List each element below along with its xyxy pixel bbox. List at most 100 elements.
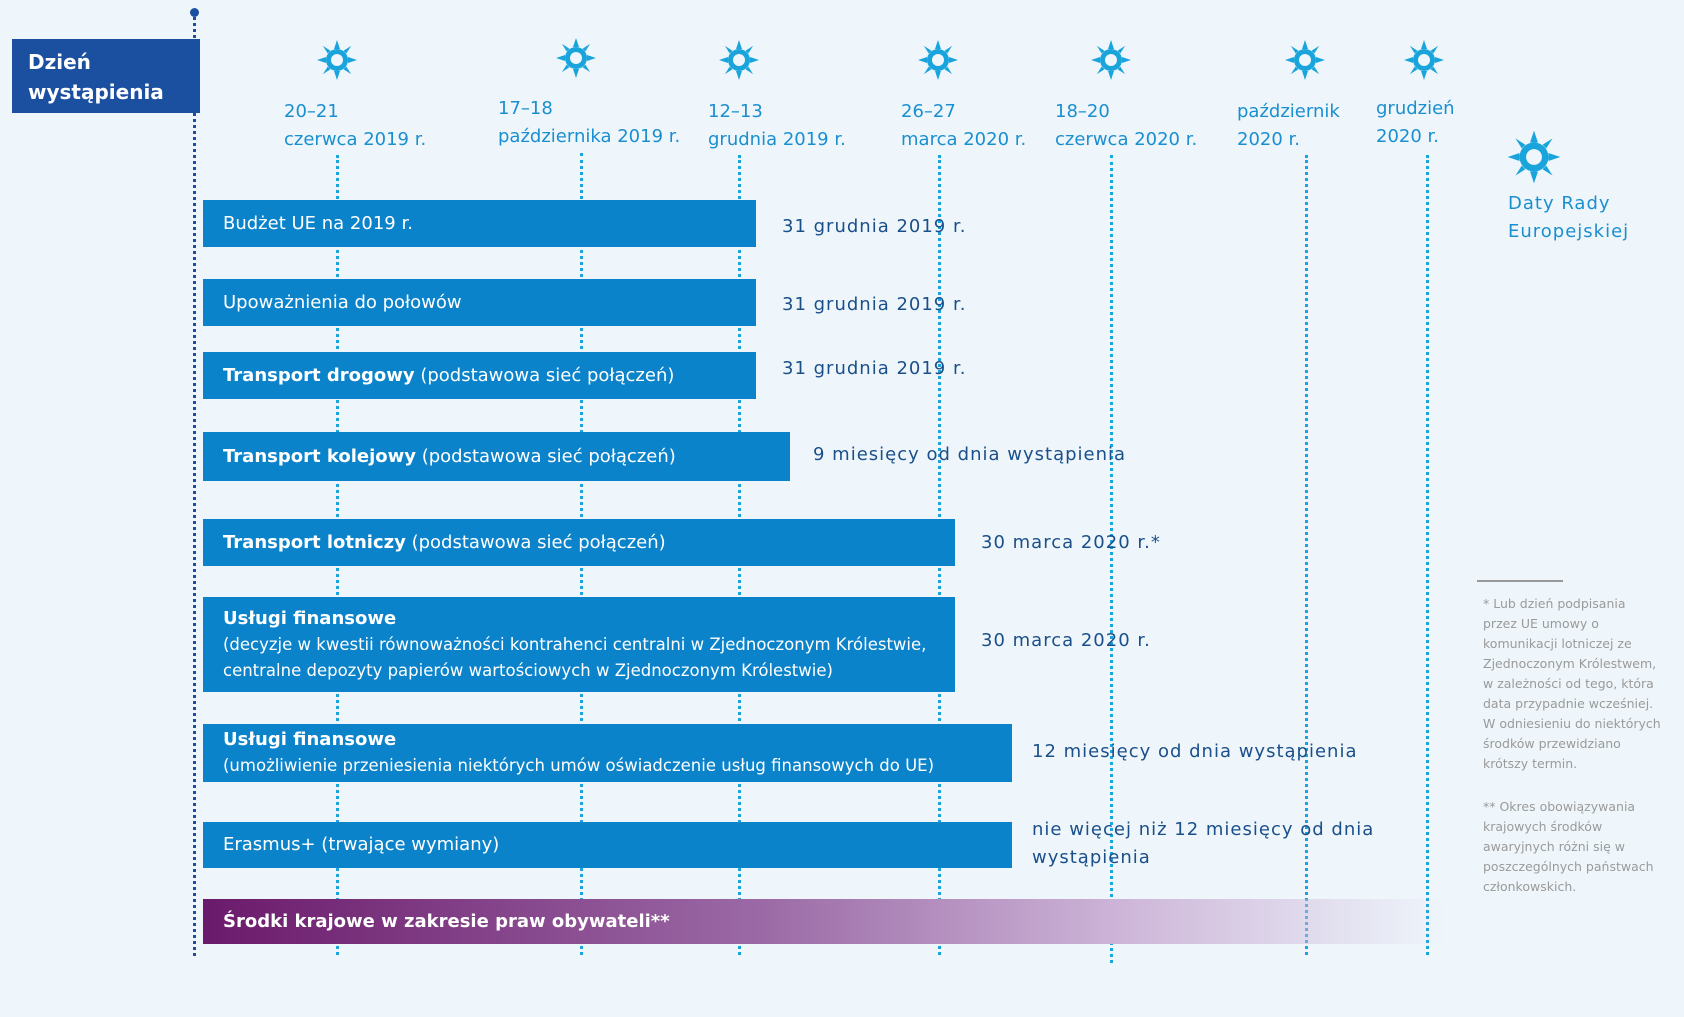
council-date-3: 12–13 grudnia 2019 r. xyxy=(708,98,846,154)
bar-citizens-rights: Środki krajowe w zakresie praw obywateli… xyxy=(203,899,1446,944)
start-dot xyxy=(190,8,199,17)
council-date-2-line2: października 2019 r. xyxy=(498,126,681,147)
footnote-air-line: w zależności od tego, która xyxy=(1483,676,1654,691)
council-date-7: grudzień 2020 r. xyxy=(1376,95,1455,151)
bar-financial-services-ccp-bold: Usługi finansowe xyxy=(223,607,397,629)
sun-icon xyxy=(317,40,357,80)
deadline-erasmus-line1: nie więcej niż 12 miesięcy od dnia xyxy=(1032,819,1375,840)
council-line-5 xyxy=(1110,155,1113,963)
council-line-6 xyxy=(1305,155,1308,955)
council-date-7-line1: grudzień xyxy=(1376,98,1455,119)
bar-road-transport-normal: (podstawowa sieć połączeń) xyxy=(414,364,675,386)
footnote-rule xyxy=(1477,580,1563,582)
legend-line2: Europejskiej xyxy=(1508,221,1630,242)
sun-icon xyxy=(1404,40,1444,80)
bar-financial-services-ccp-sub2: centralne depozyty papierów wartościowyc… xyxy=(223,660,833,680)
legend-label: Daty Rady Europejskiej xyxy=(1508,190,1629,246)
council-date-7-line2: 2020 r. xyxy=(1376,126,1439,147)
council-date-2: 17–18 października 2019 r. xyxy=(498,95,680,151)
council-date-1: 20–21 czerwca 2019 r. xyxy=(284,98,426,154)
council-date-6: październik 2020 r. xyxy=(1237,98,1340,154)
footnote-air-line: * Lub dzień podpisania xyxy=(1483,596,1626,611)
legend-line1: Daty Rady xyxy=(1508,193,1611,214)
council-date-5-line1: 18–20 xyxy=(1055,101,1110,122)
deadline-financial-services-ccp: 30 marca 2020 r. xyxy=(981,627,1151,655)
sun-icon xyxy=(719,40,759,80)
council-date-6-line2: 2020 r. xyxy=(1237,129,1300,150)
council-date-2-line1: 17–18 xyxy=(498,98,553,119)
bar-financial-services-ccp-title: Usługi finansowe xyxy=(223,606,935,632)
council-date-6-line1: październik xyxy=(1237,101,1340,122)
sun-icon xyxy=(1091,40,1131,80)
bar-rail-transport-label: Transport kolejowy (podstawowa sieć połą… xyxy=(223,444,770,470)
council-date-5-line2: czerwca 2020 r. xyxy=(1055,129,1198,150)
bar-road-transport: Transport drogowy (podstawowa sieć połąc… xyxy=(203,352,756,399)
footnote-national-line: poszczególnych państwach xyxy=(1483,859,1654,874)
council-date-1-line2: czerwca 2019 r. xyxy=(284,129,427,150)
start-label: Dzień wystąpienia xyxy=(12,39,200,113)
start-line xyxy=(193,12,196,956)
deadline-eu-budget: 31 grudnia 2019 r. xyxy=(782,213,966,241)
council-date-4-line1: 26–27 xyxy=(901,101,956,122)
council-date-1-line1: 20–21 xyxy=(284,101,339,122)
council-line-7 xyxy=(1426,155,1429,955)
deadline-air-transport-text: 30 marca 2020 r.* xyxy=(981,532,1161,553)
deadline-road-transport: 31 grudnia 2019 r. xyxy=(782,355,966,383)
footnote-national-line: ** Okres obowiązywania xyxy=(1483,799,1636,814)
legend-sun-icon xyxy=(1507,130,1561,184)
bar-erasmus: Erasmus+ (trwające wymiany) xyxy=(203,822,1012,868)
bar-financial-services-contracts-bold: Usługi finansowe xyxy=(223,729,397,750)
bar-citizens-rights-label: Środki krajowe w zakresie praw obywateli… xyxy=(223,909,1426,935)
bar-air-transport: Transport lotniczy (podstawowa sieć połą… xyxy=(203,519,955,566)
deadline-erasmus-line2: wystąpienia xyxy=(1032,847,1151,868)
deadline-fishing-authorisations: 31 grudnia 2019 r. xyxy=(782,291,966,319)
council-date-3-line2: grudnia 2019 r. xyxy=(708,129,846,150)
footnote-national: ** Okres obowiązywania krajowych środków… xyxy=(1483,797,1681,897)
council-date-5: 18–20 czerwca 2020 r. xyxy=(1055,98,1197,154)
council-date-3-line1: 12–13 xyxy=(708,101,763,122)
bar-road-transport-bold: Transport drogowy xyxy=(223,364,415,386)
bar-air-transport-label: Transport lotniczy (podstawowa sieć połą… xyxy=(223,530,935,556)
deadline-road-transport-text: 31 grudnia 2019 r. xyxy=(782,358,967,379)
bar-fishing-authorisations: Upoważnienia do połowów xyxy=(203,279,756,326)
council-date-4-line2: marca 2020 r. xyxy=(901,129,1027,150)
start-label-line2: wystąpienia xyxy=(28,80,164,104)
footnote-air-line: komunikacji lotniczej ze xyxy=(1483,636,1632,651)
deadline-financial-services-ccp-text: 30 marca 2020 r. xyxy=(981,630,1151,651)
bar-air-transport-bold: Transport lotniczy xyxy=(223,531,406,553)
bar-financial-services-contracts-title: Usługi finansowe xyxy=(223,727,992,753)
bar-air-transport-normal: (podstawowa sieć połączeń) xyxy=(405,531,666,553)
sun-icon xyxy=(918,40,958,80)
footnote-national-line: członkowskich. xyxy=(1483,879,1577,894)
bar-financial-services-ccp-sub: (decyzje w kwestii równoważności kontrah… xyxy=(223,634,927,654)
deadline-rail-transport: 9 miesięcy od dnia wystąpienia xyxy=(813,441,1126,469)
bar-financial-services-ccp: Usługi finansowe (decyzje w kwestii równ… xyxy=(203,597,955,692)
bar-financial-services-contracts-sub: (umożliwienie przeniesienia niektórych u… xyxy=(223,756,935,775)
sun-icon xyxy=(556,38,596,78)
bar-rail-transport-normal: (podstawowa sieć połączeń) xyxy=(415,445,676,467)
deadline-fishing-authorisations-text: 31 grudnia 2019 r. xyxy=(782,294,967,315)
footnote-air-line: W odniesieniu do niektórych xyxy=(1483,716,1661,731)
footnote-national-line: awaryjnych różni się w xyxy=(1483,839,1625,854)
bar-erasmus-label: Erasmus+ (trwające wymiany) xyxy=(223,834,500,855)
bar-road-transport-label: Transport drogowy (podstawowa sieć połąc… xyxy=(223,363,736,389)
bar-citizens-rights-bold: Środki krajowe w zakresie praw obywateli… xyxy=(223,910,670,932)
council-date-4: 26–27 marca 2020 r. xyxy=(901,98,1026,154)
bar-eu-budget: Budżet UE na 2019 r. xyxy=(203,200,756,247)
footnote-air-line: przez UE umowy o xyxy=(1483,616,1599,631)
deadline-rail-transport-text: 9 miesięcy od dnia wystąpienia xyxy=(813,444,1127,465)
deadline-erasmus: nie więcej niż 12 miesięcy od dnia wystą… xyxy=(1032,816,1374,872)
footnote-national-line: krajowych środków xyxy=(1483,819,1603,834)
footnote-air-line: środków przewidziano xyxy=(1483,736,1621,751)
deadline-financial-services-contracts-text: 12 miesięcy od dnia wystąpienia xyxy=(1032,741,1358,762)
bar-financial-services-contracts: Usługi finansowe (umożliwienie przeniesi… xyxy=(203,724,1012,782)
sun-icon xyxy=(1285,40,1325,80)
footnote-air-line: data przypadnie wcześniej. xyxy=(1483,696,1654,711)
start-label-line1: Dzień xyxy=(28,50,91,74)
deadline-air-transport: 30 marca 2020 r.* xyxy=(981,529,1161,557)
bar-eu-budget-label: Budżet UE na 2019 r. xyxy=(223,212,413,234)
deadline-financial-services-contracts: 12 miesięcy od dnia wystąpienia xyxy=(1032,738,1358,766)
bar-fishing-authorisations-label: Upoważnienia do połowów xyxy=(223,291,462,313)
footnote-air: * Lub dzień podpisania przez UE umowy o … xyxy=(1483,594,1681,774)
